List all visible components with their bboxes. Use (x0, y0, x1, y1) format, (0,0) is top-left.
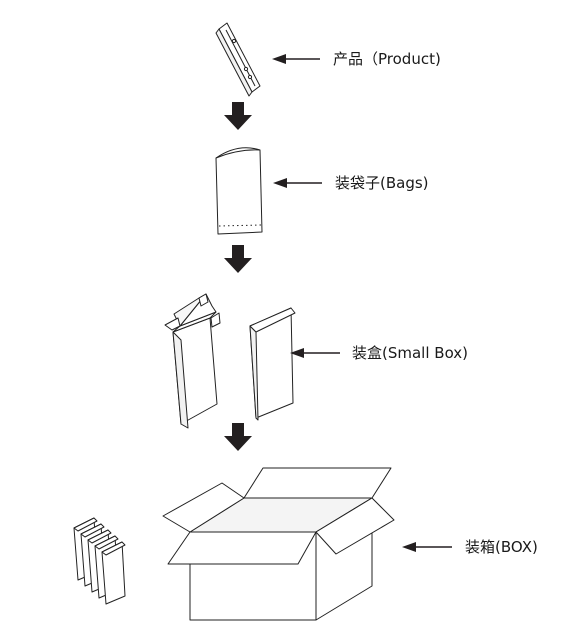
pointer-arrow-product (272, 54, 320, 64)
pointer-arrows (272, 54, 452, 552)
step-label-bags: 装袋子(Bags) (335, 174, 429, 192)
down-arrow-1 (224, 102, 252, 130)
step-label-box: 装箱(BOX) (465, 538, 538, 556)
stacked-small-boxes-illustration (73, 517, 126, 605)
down-arrow-2 (224, 245, 252, 273)
step-label-product: 产品（Product) (333, 50, 441, 68)
shipping-box-illustration (162, 467, 395, 621)
bag-illustration (215, 147, 263, 235)
pointer-arrow-bags (273, 178, 322, 188)
pointer-arrow-box (402, 542, 452, 552)
small-box-open-illustration (164, 293, 221, 429)
pointer-arrow-small-box (290, 348, 340, 358)
down-arrow-3 (224, 423, 252, 451)
small-box-closed-illustration (249, 307, 296, 421)
step-label-small-box: 装盒(Small Box) (352, 344, 469, 362)
flow-arrows (224, 102, 252, 451)
product-illustration (215, 22, 261, 97)
